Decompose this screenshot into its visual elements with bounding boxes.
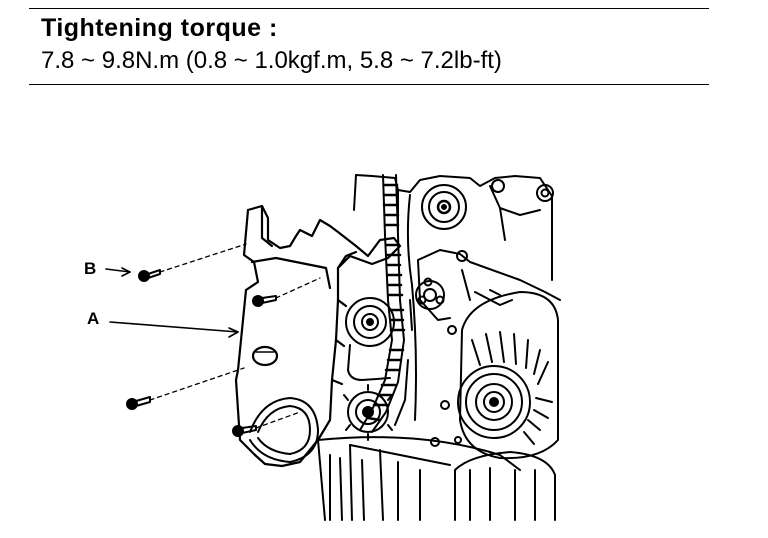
engine-block-lower <box>317 436 521 521</box>
callout-arrow-b <box>105 267 131 277</box>
torque-value: 7.8 ~ 9.8N.m (0.8 ~ 1.0kgf.m, 5.8 ~ 7.2l… <box>41 47 502 74</box>
timing-belt-cover <box>234 204 402 468</box>
callout-label-b: B <box>84 259 97 278</box>
callout-label-a: A <box>87 309 100 328</box>
idler-pulley <box>421 184 467 230</box>
crank-seal-opening <box>249 397 319 463</box>
crank-sprocket <box>343 384 393 441</box>
top-rule <box>29 8 709 9</box>
alternator <box>430 291 559 460</box>
bolt-guide-lines <box>149 243 321 429</box>
bolt-upper <box>252 295 277 307</box>
bottom-rule <box>29 84 709 85</box>
torque-heading: Tightening torque : <box>41 14 278 42</box>
bolt-lower <box>232 425 257 437</box>
callout-arrow-a <box>109 321 239 338</box>
bolt-b <box>138 269 161 282</box>
oil-filter <box>454 451 556 521</box>
engine-mount-bracket <box>415 249 561 321</box>
tensioner-pulley <box>345 297 395 381</box>
bolt-middle <box>126 396 151 410</box>
